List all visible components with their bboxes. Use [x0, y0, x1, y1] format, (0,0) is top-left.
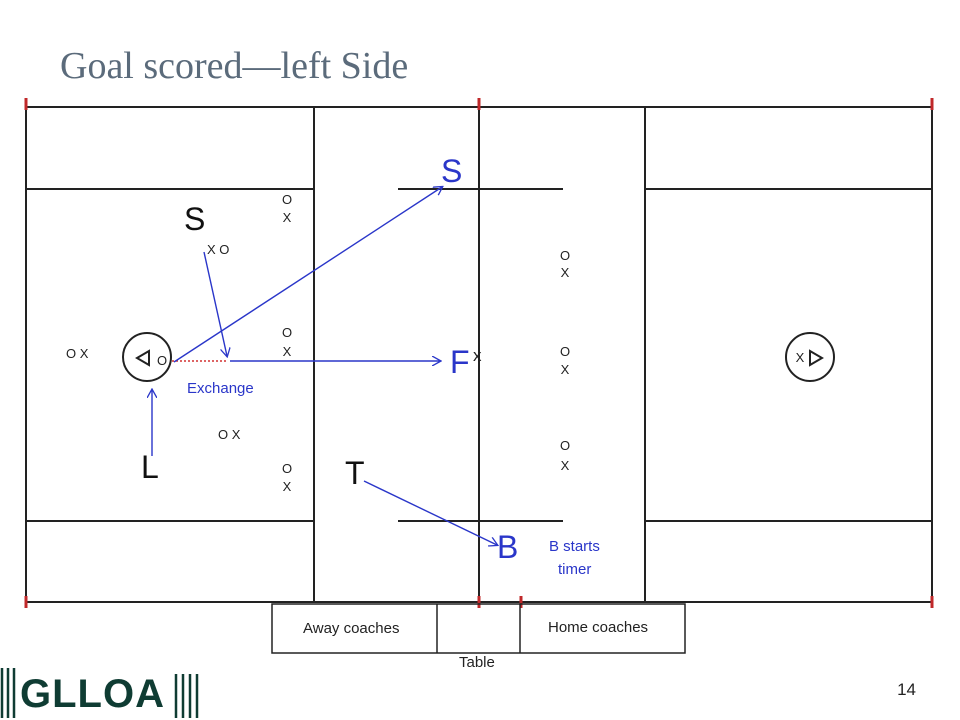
mark-o: O — [559, 344, 571, 359]
right-goal-crease — [785, 332, 835, 382]
table-area — [271, 603, 686, 654]
slide-title: Goal scored—left Side — [60, 45, 409, 87]
mark-o: O — [281, 192, 293, 207]
player-t: T — [345, 455, 365, 491]
mark-o: O — [281, 461, 293, 476]
player-s-top: S — [441, 153, 463, 189]
logo-text: GLLOA — [20, 672, 165, 716]
mark-ox: O X — [66, 346, 89, 361]
player-x-near-f: x — [473, 346, 482, 365]
timer-label: timer — [558, 561, 592, 578]
mark-x: X — [282, 479, 292, 494]
b-starts-label: B starts — [549, 538, 600, 555]
table-label: Table — [459, 654, 495, 671]
mark-x: X — [282, 344, 292, 359]
mark-o: O — [559, 438, 571, 453]
slide-number: 14 — [897, 680, 916, 699]
exchange-label: Exchange — [187, 380, 254, 397]
glloa-logo — [0, 668, 199, 718]
mark-x: X — [560, 362, 570, 377]
mark-o: O — [156, 353, 168, 368]
mark-ox: O X — [218, 427, 241, 442]
mark-xo: X O — [207, 242, 230, 257]
arrow-s-down — [203, 251, 227, 356]
mark-o: O — [559, 248, 571, 263]
arrow-to-s-top — [173, 187, 442, 363]
mark-o: O — [281, 325, 293, 340]
field-tick-marks — [24, 98, 934, 608]
player-f: F — [450, 344, 470, 380]
mark-x: X — [560, 265, 570, 280]
home-coaches-label: Home coaches — [548, 619, 649, 636]
mark-x: X — [795, 350, 805, 365]
player-s-left: S — [184, 201, 206, 237]
mark-x: X — [560, 458, 570, 473]
player-b: B — [497, 529, 519, 565]
player-l: L — [141, 449, 159, 485]
right-goal-icon — [809, 349, 824, 367]
mark-x: X — [282, 210, 292, 225]
left-goal-crease — [122, 332, 172, 382]
left-goal-icon — [135, 349, 150, 367]
arrow-t-to-b — [363, 480, 497, 545]
away-coaches-label: Away coaches — [303, 620, 400, 637]
